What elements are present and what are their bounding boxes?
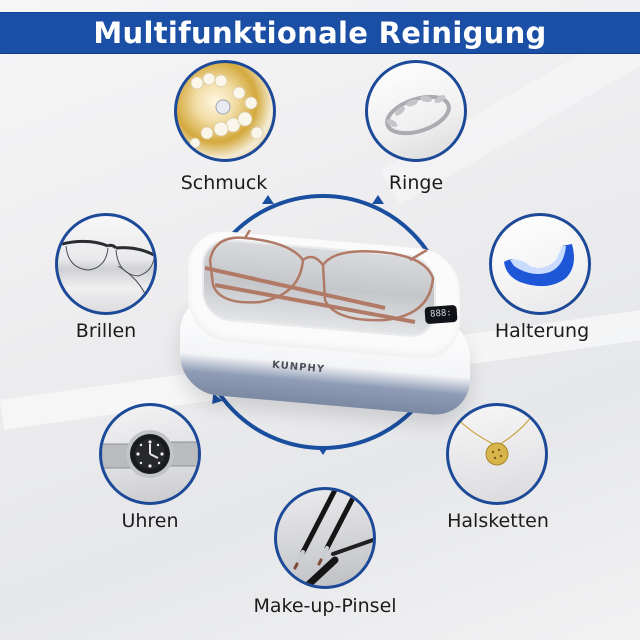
- item-label-make-up-pinsel: Make-up-Pinsel: [253, 595, 397, 617]
- ring-arrow-down-icon: [317, 446, 329, 455]
- item-circle-uhren: [99, 403, 201, 505]
- mouthguard-icon: [504, 244, 574, 287]
- pearl-jewelry-icon: [189, 72, 264, 149]
- item-label-halsketten: Halsketten: [447, 510, 549, 532]
- item-label-halterung: Halterung: [494, 320, 590, 342]
- page-title: Multifunktionale Reinigung: [93, 16, 547, 50]
- silver-ring-icon: [385, 94, 451, 136]
- ring-arrow-up-icon: [372, 195, 384, 204]
- item-circle-halterung: [489, 213, 591, 315]
- title-banner: Multifunktionale Reinigung: [0, 12, 640, 54]
- item-label-uhren: Uhren: [121, 510, 179, 532]
- item-circle-halsketten: [446, 403, 548, 505]
- digital-display: 888:: [424, 304, 458, 325]
- item-circle-make-up-pinsel: [274, 487, 376, 589]
- ring-arrow-up-icon: [262, 195, 274, 204]
- item-circle-schmuck: [174, 60, 276, 162]
- item-circle-brillen: [55, 213, 157, 315]
- makeup-brush-icon: [293, 490, 373, 586]
- eyeglasses-in-basin-icon: [205, 230, 435, 324]
- necklace-icon: [454, 411, 536, 466]
- wristwatch-icon: [102, 430, 198, 478]
- item-label-ringe: Ringe: [388, 172, 444, 194]
- item-label-schmuck: Schmuck: [180, 172, 268, 194]
- item-circle-ringe: [365, 60, 467, 162]
- item-label-brillen: Brillen: [75, 320, 137, 342]
- eyeglasses-icon: [61, 239, 154, 297]
- ultrasonic-cleaner-device: KUNPHY 888:: [180, 225, 470, 418]
